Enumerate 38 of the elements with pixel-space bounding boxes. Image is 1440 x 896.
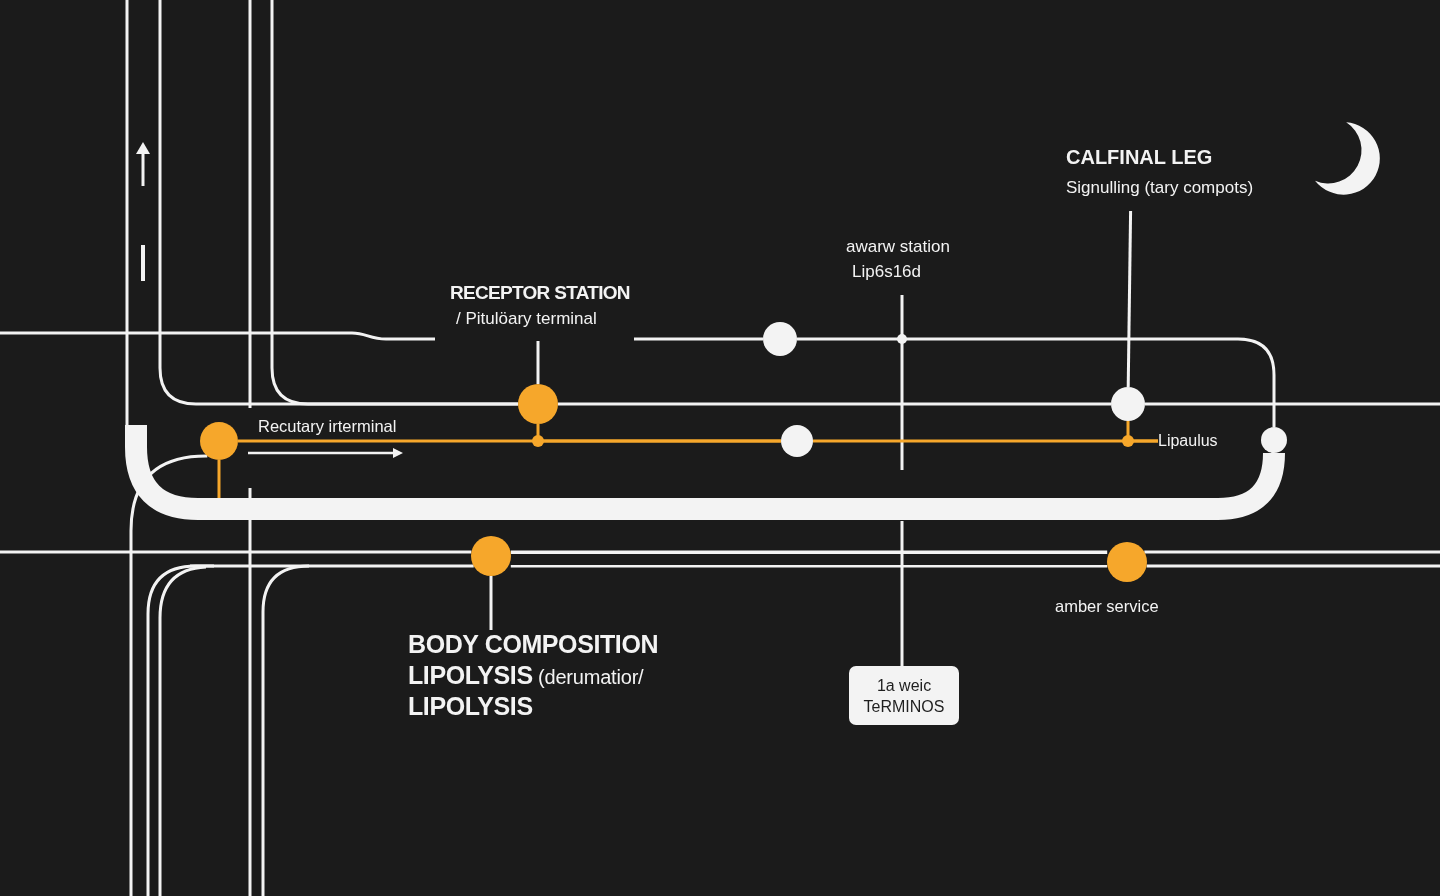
transit-line: [797, 337, 1276, 427]
leader-line: [1126, 210, 1133, 388]
station-label: Recutary irterminal: [258, 417, 397, 437]
leader-line: [489, 576, 493, 630]
station-marker: [763, 322, 797, 356]
transit-line: [0, 550, 476, 568]
station-marker: [781, 425, 813, 457]
terminal-card: [849, 666, 959, 725]
transit-line: [129, 454, 208, 896]
leader-line: [634, 337, 763, 341]
leader-line: [1126, 421, 1158, 443]
station-label: amber service: [1055, 597, 1159, 617]
leader-line: [536, 341, 540, 384]
transit-line: [1145, 402, 1440, 406]
line-title: CALFINAL LEG: [1066, 145, 1213, 170]
transit-line: [217, 460, 221, 498]
station-marker: [1111, 387, 1145, 421]
station-marker: [1107, 542, 1147, 582]
station-marker: [1261, 427, 1287, 453]
station-title: RECEPTOR STATION: [450, 281, 630, 305]
transit-line: [558, 402, 1111, 406]
transit-line: [270, 0, 518, 406]
line-subtitle: Signulling (tary compots): [1066, 178, 1254, 199]
station-name: Lipaulus: [1158, 431, 1218, 451]
transit-line: [1142, 550, 1440, 568]
leader-line: [900, 521, 904, 666]
transit-line: [536, 424, 781, 443]
station-marker: [518, 384, 558, 424]
main-line: [125, 425, 1285, 520]
station-subtitle: / Pitulöary terminal: [456, 308, 597, 330]
leader-line: [900, 295, 904, 470]
station-marker: [471, 536, 511, 576]
station-name: awarw station: [846, 237, 950, 258]
area-title: BODY COMPOSITION LIPOLYSIS (derumatior/ LIPOLYSIS: [408, 630, 660, 722]
station-code: Lip6s16d: [852, 262, 921, 283]
station-marker: [200, 422, 238, 460]
double-track-line: [510, 550, 1108, 568]
card-text: 1a weic TeRMINOS: [862, 675, 946, 717]
